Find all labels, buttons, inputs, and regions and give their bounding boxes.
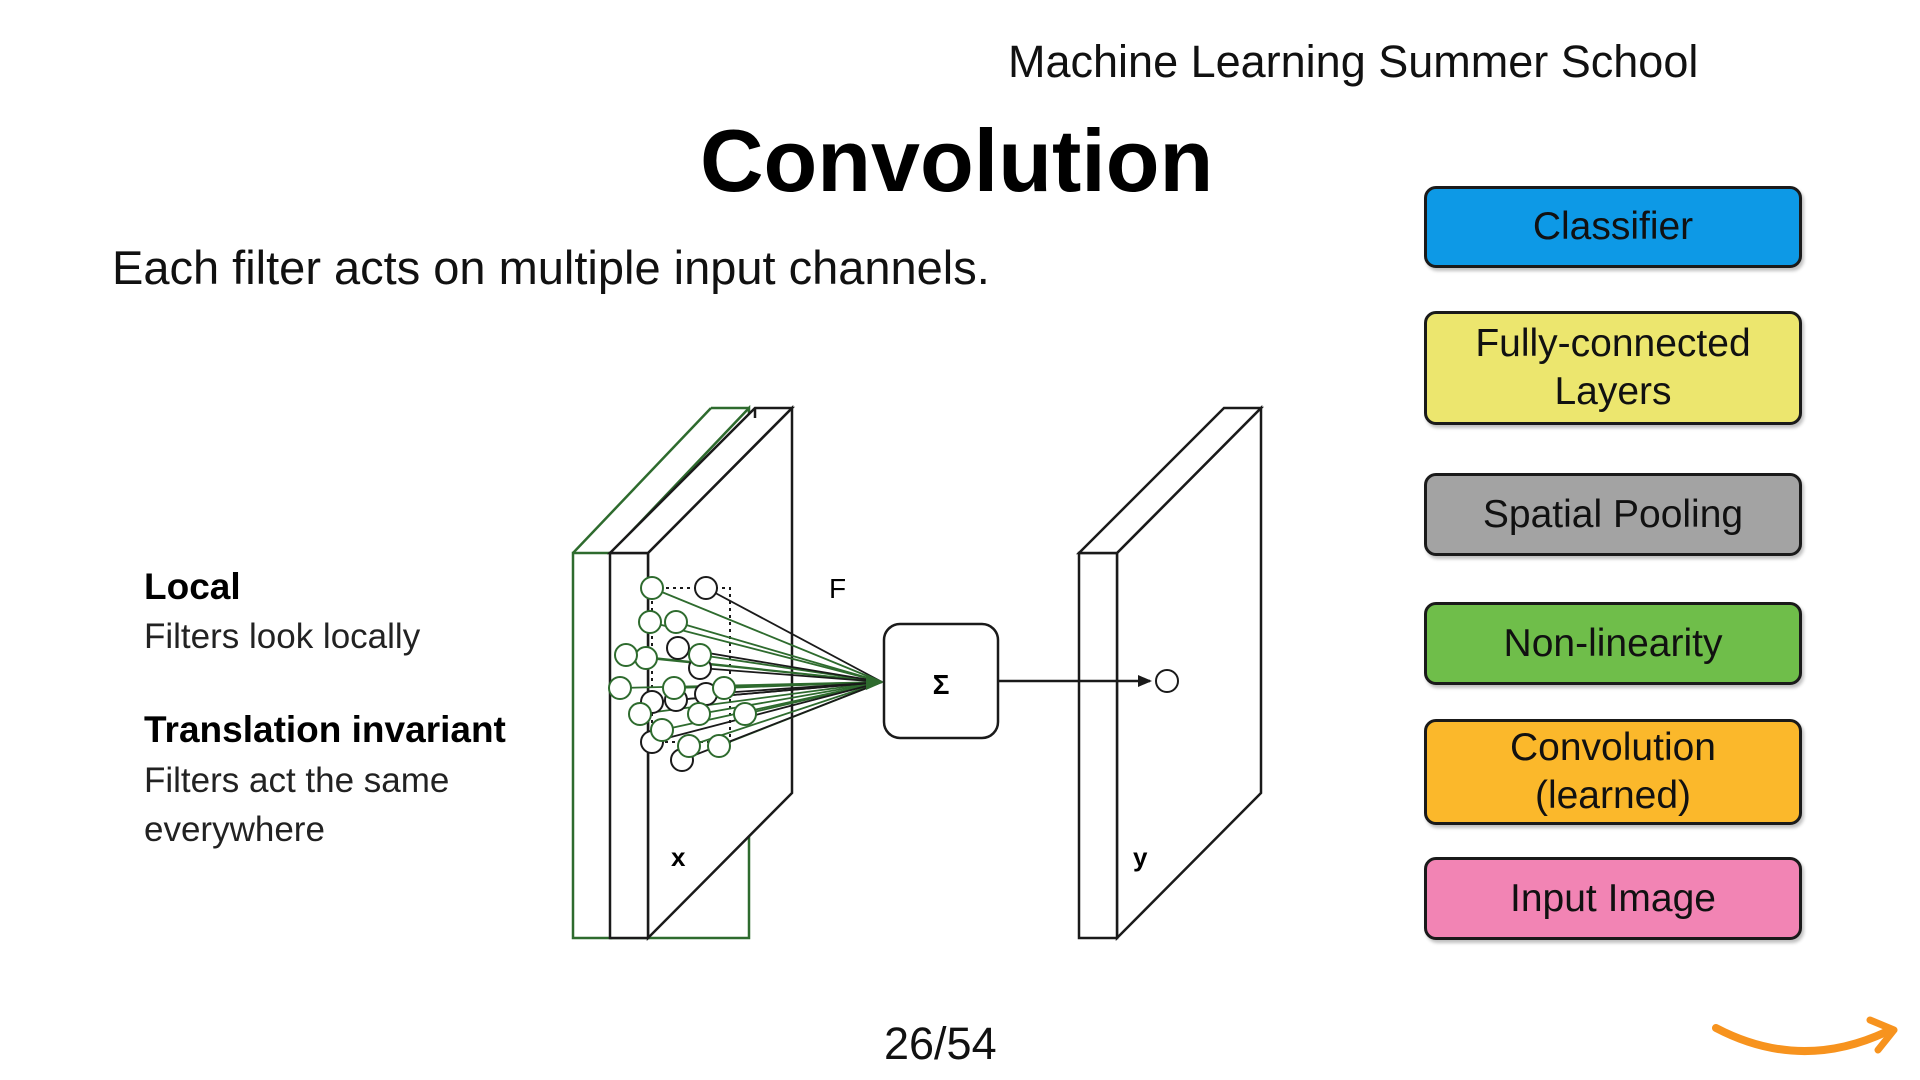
- stack-input-image: Input Image: [1424, 857, 1802, 940]
- stack-classifier-label: Classifier: [1532, 205, 1694, 248]
- output-neuron: [1155, 669, 1179, 693]
- receptive-neuron: [712, 676, 736, 700]
- receptive-neuron: [688, 643, 712, 667]
- connection-line: [705, 681, 883, 695]
- connection-line: [649, 621, 883, 683]
- connection-line: [699, 667, 883, 683]
- input-channel-front-top: [606, 406, 796, 555]
- receptive-neuron-back: [666, 636, 690, 660]
- connection-line: [625, 654, 883, 683]
- receptive-neuron: [628, 702, 652, 726]
- stack-fully-connected: Fully-connected Layers: [1424, 311, 1802, 425]
- connection-arrow-head: [866, 674, 884, 690]
- property-local-title: Local: [144, 566, 241, 607]
- amazon-smile-icon: [1712, 1016, 1898, 1055]
- receptive-neuron: [687, 702, 711, 726]
- output-volume: [1075, 404, 1265, 942]
- receptive-neuron: [640, 576, 664, 600]
- slide-title: Convolution: [700, 111, 1214, 210]
- sum-symbol: Σ: [933, 669, 950, 700]
- receptive-neuron: [608, 676, 632, 700]
- smile-arrow: [1866, 1016, 1898, 1054]
- receptive-neuron: [733, 702, 757, 726]
- output-top: [1075, 406, 1265, 555]
- input-label: x: [671, 842, 686, 872]
- receptive-neuron: [664, 610, 688, 634]
- output-face: [1077, 551, 1119, 940]
- connection-line: [705, 587, 883, 683]
- stack-fully-connected-label: Fully-connected Layers: [1475, 322, 1751, 413]
- receptive-field: [608, 576, 884, 772]
- connection-line: [651, 681, 883, 743]
- receptive-neuron: [634, 646, 658, 670]
- input-channel-back-top: [572, 407, 712, 554]
- receptive-neuron: [614, 643, 638, 667]
- connection-line: [651, 587, 883, 683]
- stack-classifier: Classifier: [1424, 186, 1802, 268]
- receptive-neuron: [650, 718, 674, 742]
- receptive-neuron: [662, 676, 686, 700]
- receptive-neuron-back: [694, 576, 718, 600]
- receptive-neuron: [677, 734, 701, 758]
- slide-subtitle: Each filter acts on multiple input chann…: [112, 241, 990, 294]
- receptive-neuron: [707, 734, 731, 758]
- connection-line: [675, 621, 883, 683]
- stack-input-image-label: Input Image: [1510, 876, 1716, 920]
- stack-convolution-label: Convolution (learned): [1510, 726, 1716, 817]
- stack-non-linearity: Non-linearity: [1424, 602, 1802, 685]
- stack-non-linearity-label: Non-linearity: [1503, 621, 1723, 665]
- input-channel-back-face: [571, 551, 613, 940]
- stack-spatial-pooling-label: Spatial Pooling: [1482, 492, 1744, 536]
- stack-convolution: Convolution (learned): [1424, 719, 1802, 825]
- property-translation-title: Translation invariant: [144, 709, 506, 750]
- output-arrow-head: [1138, 675, 1152, 687]
- receptive-neuron: [638, 610, 662, 634]
- property-local-description: Filters look locally: [144, 617, 421, 656]
- connection-line: [677, 647, 883, 683]
- filter-label: F: [829, 573, 846, 604]
- stack-spatial-pooling: Spatial Pooling: [1424, 473, 1802, 556]
- output-label: y: [1133, 842, 1148, 872]
- page-number: 26/54: [884, 1018, 997, 1069]
- property-translation-description: Filters act the same everywhere: [144, 761, 450, 849]
- connection-line: [698, 681, 883, 715]
- smile-curve: [1712, 1024, 1890, 1055]
- header-organization: Machine Learning Summer School: [1008, 36, 1699, 87]
